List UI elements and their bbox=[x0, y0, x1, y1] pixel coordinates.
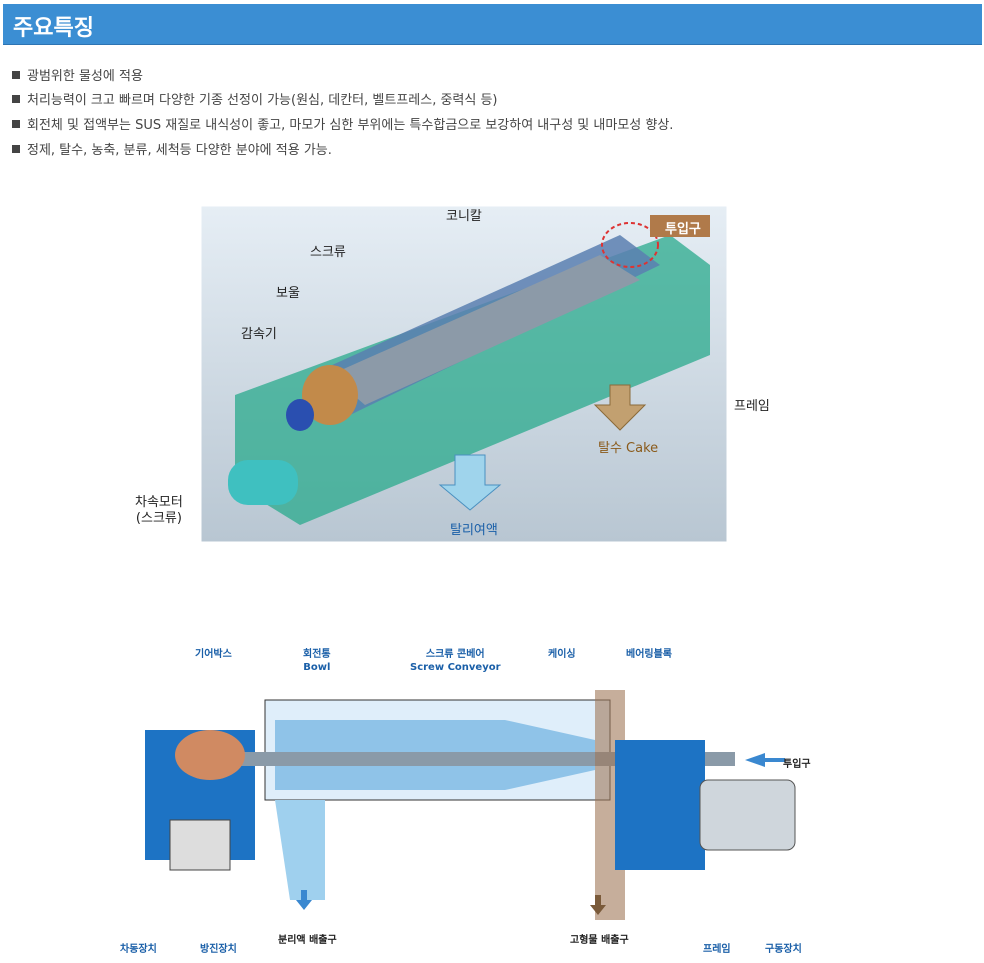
label-vibration: 방진장치 bbox=[200, 944, 237, 955]
label-drive: 구동장치 bbox=[765, 944, 802, 955]
feature-text: 처리능력이 크고 빠르며 다양한 기종 선정이 가능(원심, 데칸터, 벨트프레… bbox=[27, 93, 498, 108]
label-bowl-kr: 회전통 Bowl bbox=[303, 648, 331, 674]
feature-item: 정제, 탈수, 농축, 분류, 세척등 다양한 분야에 적용 가능. bbox=[12, 139, 332, 158]
feature-text: 회전체 및 접액부는 SUS 재질로 내식성이 좋고, 마모가 심한 부위에는 … bbox=[27, 118, 674, 133]
label-bearing: 베어링블록 bbox=[626, 649, 672, 660]
feature-text: 정제, 탈수, 농축, 분류, 세척등 다양한 분야에 적용 가능. bbox=[27, 143, 332, 158]
label-screw: 스크류 bbox=[310, 245, 346, 260]
section-header: 주요특징 bbox=[3, 4, 982, 45]
label-casing: 케이싱 bbox=[548, 649, 576, 660]
label-reducer: 감속기 bbox=[241, 327, 277, 342]
label-screw-kr: 스크류 콘베어 bbox=[425, 649, 485, 660]
bullet-square-icon bbox=[12, 95, 20, 103]
label-bowl: 보울 bbox=[276, 286, 300, 301]
label-solid-outlet: 고형물 배출구 bbox=[570, 935, 629, 946]
label-frame-2: 프레임 bbox=[703, 944, 731, 955]
label-motor-line2: (스크류) bbox=[135, 511, 182, 526]
label-motor-line1: 차속모터 bbox=[135, 495, 183, 510]
feature-item: 회전체 및 접액부는 SUS 재질로 내식성이 좋고, 마모가 심한 부위에는 … bbox=[12, 114, 673, 133]
label-inlet: 투입구 bbox=[665, 222, 701, 237]
feature-item: 처리능력이 크고 빠르며 다양한 기종 선정이 가능(원심, 데칸터, 벨트프레… bbox=[12, 89, 498, 108]
label-bowl-en: Bowl bbox=[303, 662, 331, 673]
decanter-cross-section-diagram bbox=[145, 690, 796, 920]
feature-item: 광범위한 물성에 적용 bbox=[12, 65, 143, 84]
label-filtrate: 탈리여액 bbox=[450, 523, 498, 538]
label-gearbox: 기어박스 bbox=[195, 649, 232, 660]
label-conical: 코니칼 bbox=[446, 209, 482, 224]
label-motor: 차속모터(스크류) bbox=[135, 495, 183, 527]
decanter-3d-illustration bbox=[200, 205, 730, 545]
label-cake: 탈수 Cake bbox=[598, 441, 659, 456]
bullet-square-icon bbox=[12, 145, 20, 153]
label-bowl-kr-text: 회전통 bbox=[303, 649, 331, 660]
label-liquid-outlet: 분리액 배출구 bbox=[278, 935, 337, 946]
section-title: 주요특징 bbox=[13, 16, 94, 41]
label-inlet-2: 투입구 bbox=[783, 759, 811, 770]
feature-text: 광범위한 물성에 적용 bbox=[27, 69, 143, 84]
bullet-square-icon bbox=[12, 71, 20, 79]
bullet-square-icon bbox=[12, 120, 20, 128]
label-frame: 프레임 bbox=[734, 399, 770, 414]
label-screw-conveyor: 스크류 콘베어 Screw Conveyor bbox=[410, 648, 501, 674]
label-screw-en: Screw Conveyor bbox=[410, 662, 501, 673]
label-differential: 차동장치 bbox=[120, 944, 157, 955]
